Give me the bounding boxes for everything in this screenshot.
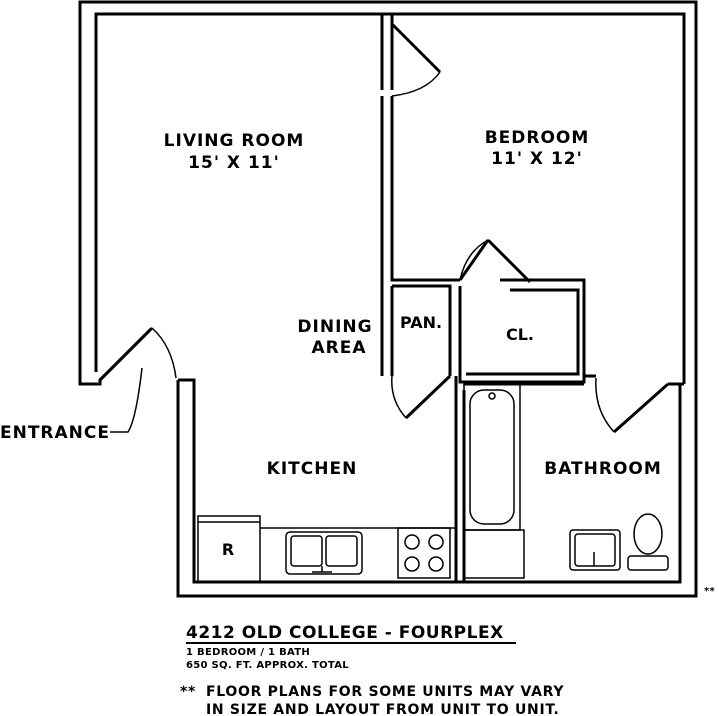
kitchen-fixtures — [197, 515, 456, 582]
unit-type: 1 BEDROOM / 1 BATH — [186, 647, 310, 658]
stove — [397, 527, 451, 579]
toilet-tank — [627, 555, 669, 571]
bedroom-size: 11' X 12' — [491, 149, 583, 169]
dining-label-line1: DINING — [297, 317, 372, 337]
doors — [98, 22, 669, 434]
burner-icon — [428, 534, 444, 550]
footer: 4212 OLD COLLEGE - FOURPLEX 1 BEDROOM / … — [180, 623, 564, 716]
dining-label-line2: AREA — [311, 338, 366, 358]
entrance-door — [98, 326, 154, 382]
pantry-label: PAN. — [400, 313, 442, 332]
living-room-label: LIVING ROOM — [164, 131, 305, 151]
bath-sink — [569, 529, 621, 571]
burner-icon — [428, 556, 444, 572]
outer-walls — [78, 0, 698, 598]
bathroom-door — [613, 382, 669, 434]
refrigerator — [197, 515, 261, 582]
pantry-door-swing — [391, 375, 407, 419]
living-room-size: 15' X 11' — [188, 153, 280, 173]
burner-icon — [404, 534, 420, 550]
refrigerator-label: R — [222, 540, 234, 559]
room-labels: LIVING ROOM 15' X 11' BEDROOM 11' X 12' … — [164, 128, 662, 559]
toilet — [633, 513, 663, 555]
bathroom-label: BATHROOM — [544, 459, 662, 479]
entrance-label: ENTRANCE — [0, 423, 110, 443]
square-footage: 650 SQ. FT. APPROX. TOTAL — [186, 660, 349, 671]
burner-icon — [404, 556, 420, 572]
kitchen-sink — [285, 531, 363, 575]
closet-door-left — [458, 239, 490, 281]
closet-door-right — [486, 238, 532, 284]
entrance-door-swing — [151, 327, 177, 379]
note-asterisks: ** — [180, 684, 196, 700]
entrance-leader — [110, 367, 143, 433]
bedroom-door-swing — [391, 71, 441, 97]
bedroom-door — [390, 22, 442, 74]
entrance-marker: ENTRANCE — [0, 367, 143, 443]
pantry-door — [404, 374, 452, 420]
bath-step — [463, 529, 525, 579]
closet-label: CL. — [506, 325, 534, 344]
note-line-1: FLOOR PLANS FOR SOME UNITS MAY VARY — [206, 684, 564, 700]
interior-walls — [380, 14, 680, 582]
bathroom-fixtures — [463, 383, 669, 579]
corner-asterisks: ** — [704, 586, 716, 597]
kitchen-label: KITCHEN — [267, 459, 358, 479]
property-title: 4212 OLD COLLEGE - FOURPLEX — [186, 623, 504, 643]
bathtub — [463, 383, 521, 531]
bedroom-label: BEDROOM — [485, 128, 590, 148]
bathroom-door-swing — [595, 377, 615, 433]
note-line-2: IN SIZE AND LAYOUT FROM UNIT TO UNIT. — [206, 702, 560, 716]
